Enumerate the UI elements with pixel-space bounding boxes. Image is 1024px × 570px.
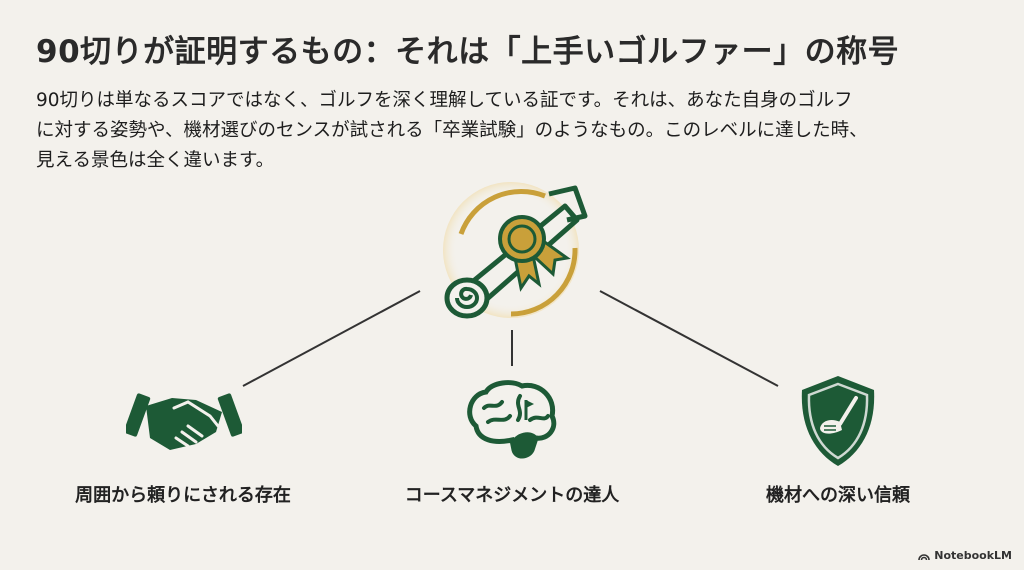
shield-golf-club-icon [801,376,875,466]
brain-flag-icon [467,380,557,459]
description-line: 見える景色は全く違います。 [36,150,275,171]
node-label-equipment: 機材への深い信頼 [766,485,910,506]
description: 90切りは単なるスコアではなく、ゴルフを深く理解している証です。それは、あなた自… [36,86,996,176]
diploma-scroll-icon [443,182,588,319]
node-label-trust: 周囲から頼りにされる存在 [75,485,291,506]
notebooklm-logo-icon [918,553,931,560]
brand-watermark: NotebookLM [918,549,1012,562]
page-title: 90切りが証明するもの：それは「上手いゴルファー」の称号 [36,34,900,70]
node-label-course-management: コースマネジメントの達人 [404,485,620,506]
description-line: に対する姿勢や、機材選びのセンスが試される「卒業試験」のようなもの。このレベルに… [36,120,868,141]
description-line: 90切りは単なるスコアではなく、ゴルフを深く理解している証です。それは、あなた自… [36,90,853,111]
brand-label: NotebookLM [934,549,1012,562]
handshake-icon [126,393,242,450]
